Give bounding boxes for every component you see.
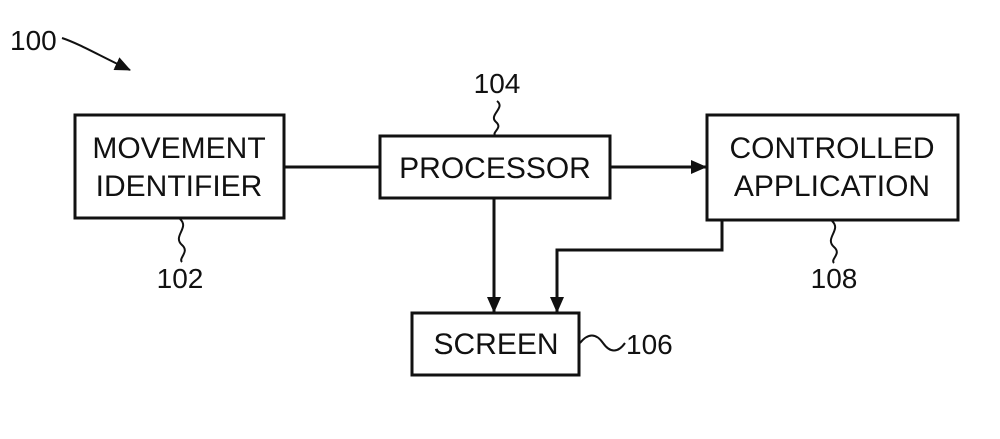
movement-identifier-ref: 102 <box>157 263 204 294</box>
figure-ref-arrow <box>61 37 131 71</box>
controlled-application-box <box>705 113 960 222</box>
processor-label: PROCESSOR <box>399 152 591 185</box>
screen-label: SCREEN <box>433 328 558 361</box>
screen-block: SCREEN <box>410 311 581 377</box>
figure-ref-label: 100 <box>10 25 57 56</box>
movement-identifier-block: MOVEMENT IDENTIFIER <box>73 113 286 220</box>
movement-identifier-ref-leader <box>177 218 186 263</box>
processor-ref-leader <box>493 100 501 136</box>
controlled-application-ref-leader <box>829 220 838 264</box>
connector-application-to-screen <box>550 220 724 313</box>
movement-identifier-box <box>73 113 286 220</box>
processor-ref: 104 <box>474 68 521 99</box>
movement-identifier-label-line1: MOVEMENT <box>92 132 265 165</box>
controlled-application-label-line1: CONTROLLED <box>729 132 934 165</box>
screen-box <box>410 311 581 377</box>
controlled-application-ref: 108 <box>811 263 858 294</box>
controlled-application-block: CONTROLLED APPLICATION <box>705 113 960 222</box>
controlled-application-label-line2: APPLICATION <box>734 170 930 203</box>
processor-block: PROCESSOR <box>378 134 612 200</box>
processor-box <box>378 134 612 200</box>
movement-identifier-label-line2: IDENTIFIER <box>96 170 263 203</box>
screen-ref-leader <box>579 334 626 352</box>
screen-ref: 106 <box>626 329 673 360</box>
